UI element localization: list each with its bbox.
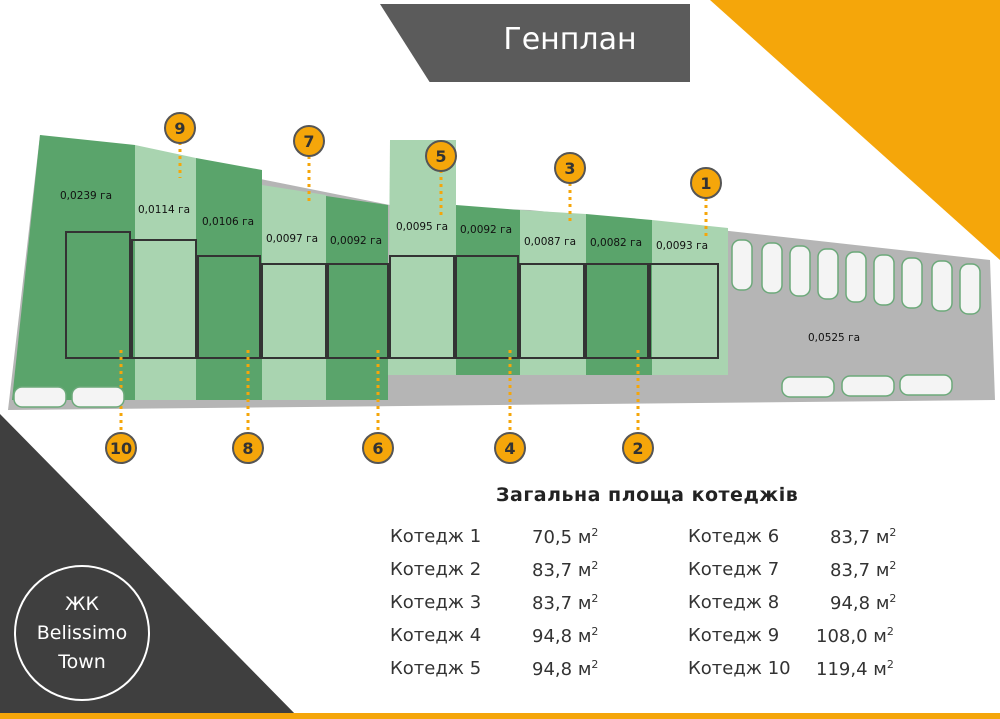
cottage-badge: 3 bbox=[554, 152, 586, 184]
cottage-name: Котедж 1 bbox=[390, 526, 482, 547]
plot-9 bbox=[135, 145, 196, 400]
cottage-badge: 7 bbox=[293, 125, 325, 157]
cottage-area: 83,7 м2 bbox=[532, 592, 599, 614]
cottage-badge: 5 bbox=[425, 140, 457, 172]
cottage-name: Котедж 3 bbox=[390, 592, 482, 613]
cottage-area: 83,7 м2 bbox=[830, 526, 897, 548]
cottage-name: Котедж 6 bbox=[688, 526, 780, 547]
plot-area-label: 0,0092 га bbox=[460, 224, 513, 236]
cottage-badge: 1 bbox=[690, 167, 722, 199]
cottage-area: 83,7 м2 bbox=[830, 559, 897, 581]
plot-8 bbox=[196, 158, 262, 400]
bottom-stripe bbox=[0, 713, 1000, 719]
plot-area-label: 0,0239 га bbox=[60, 190, 113, 202]
plot-7 bbox=[262, 185, 326, 400]
logo-line: Belissimo bbox=[36, 621, 128, 644]
plot-area-label: 0,0082 га bbox=[590, 237, 643, 249]
header-banner bbox=[380, 4, 690, 82]
summary-title: Загальна площа котеджів bbox=[496, 484, 799, 506]
plot-2 bbox=[586, 214, 652, 375]
cottage-area: 94,8 м2 bbox=[532, 625, 599, 647]
plot-5 bbox=[388, 140, 456, 375]
plot-area-label: 0,0097 га bbox=[266, 233, 319, 245]
plot-area-label: 0,0095 га bbox=[396, 221, 449, 233]
cottage-badge: 9 bbox=[164, 112, 196, 144]
cottage-badge: 4 bbox=[494, 432, 526, 464]
cottage-badge: 2 bbox=[622, 432, 654, 464]
cottage-name: Котедж 9 bbox=[688, 625, 780, 646]
cottage-name: Котедж 5 bbox=[390, 658, 482, 679]
plot-area-label: 0,0093 га bbox=[656, 240, 709, 252]
cottage-area: 108,0 м2 bbox=[816, 625, 894, 647]
cottage-area: 119,4 м2 bbox=[816, 658, 894, 680]
cottage-area: 94,8 м2 bbox=[532, 658, 599, 680]
cottage-area: 94,8 м2 bbox=[830, 592, 897, 614]
cottage-name: Котедж 7 bbox=[688, 559, 780, 580]
plot-3 bbox=[520, 210, 586, 375]
plot-area-label: 0,0106 га bbox=[202, 216, 255, 228]
cottage-badge: 8 bbox=[232, 432, 264, 464]
plot-1 bbox=[652, 220, 728, 375]
logo: ЖК Belissimo Town bbox=[14, 565, 150, 701]
plot-6 bbox=[326, 196, 388, 400]
cottage-area: 83,7 м2 bbox=[532, 559, 599, 581]
logo-line: Town bbox=[58, 650, 106, 673]
cottage-name: Котедж 2 bbox=[390, 559, 482, 580]
plot-area-label: 0,0092 га bbox=[330, 235, 383, 247]
cottage-area: 70,5 м2 bbox=[532, 526, 599, 548]
parking-area-label: 0,0525 га bbox=[808, 332, 861, 344]
cottage-name: Котедж 4 bbox=[390, 625, 482, 646]
plot-area-label: 0,0114 га bbox=[138, 204, 191, 216]
page-title: Генплан bbox=[503, 22, 637, 57]
cottage-badge: 6 bbox=[362, 432, 394, 464]
plot-10 bbox=[12, 135, 135, 400]
cottage-name: Котедж 8 bbox=[688, 592, 780, 613]
logo-line: ЖК bbox=[65, 592, 99, 615]
plot-4 bbox=[456, 205, 520, 375]
cottage-name: Котедж 10 bbox=[688, 658, 791, 679]
cottage-badge: 10 bbox=[105, 432, 137, 464]
plot-area-label: 0,0087 га bbox=[524, 236, 577, 248]
